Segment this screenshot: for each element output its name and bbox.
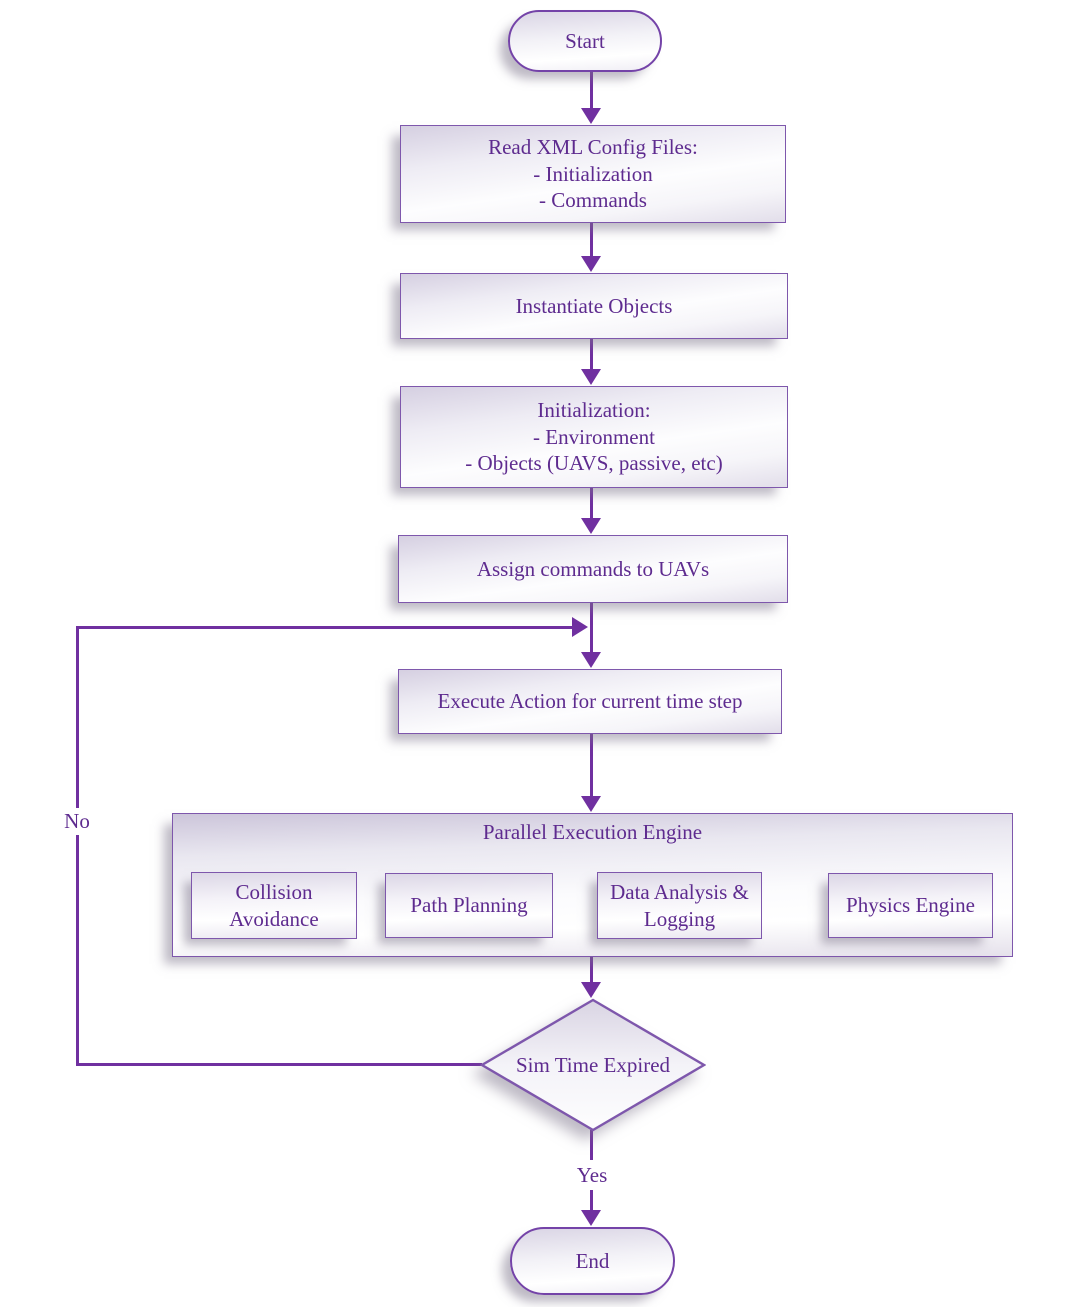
arrowhead-assign-icon — [581, 518, 601, 534]
node-path-planning-label: Path Planning — [410, 893, 528, 918]
node-execute-action: Execute Action for current time step — [398, 669, 782, 734]
node-read-config-line: Read XML Config Files: — [488, 134, 698, 159]
edge-read-to-instantiate — [590, 223, 593, 258]
node-physics-engine: Physics Engine — [828, 873, 993, 938]
node-start: Start — [508, 10, 662, 72]
node-end: End — [510, 1227, 675, 1295]
node-sim-time-expired: Sim Time Expired — [479, 998, 707, 1132]
arrowhead-engine-icon — [581, 796, 601, 812]
node-data-analysis-logging-label: Data Analysis & Logging — [610, 879, 749, 931]
edge-engine-to-decision — [590, 957, 593, 984]
edge-label-yes: Yes — [559, 1162, 625, 1189]
node-initialization-line: - Environment — [533, 424, 655, 449]
node-sim-time-expired-label: Sim Time Expired — [515, 1052, 671, 1077]
arrowhead-loop-junction-icon — [572, 617, 588, 637]
edge-execute-to-engine — [590, 734, 593, 798]
node-read-config: Read XML Config Files: - Initialization … — [400, 125, 786, 223]
edge-label-no: No — [52, 808, 102, 835]
node-data-analysis-logging: Data Analysis & Logging — [597, 872, 762, 939]
node-instantiate-objects-label: Instantiate Objects — [515, 293, 673, 318]
node-start-label: Start — [565, 28, 605, 53]
edge-assign-to-execute — [590, 603, 593, 654]
node-end-label: End — [575, 1248, 610, 1273]
node-path-planning: Path Planning — [385, 873, 553, 938]
node-execute-action-label: Execute Action for current time step — [437, 689, 743, 714]
node-initialization-line: Initialization: — [537, 397, 651, 422]
edge-instantiate-to-init — [590, 339, 593, 371]
node-assign-commands-label: Assign commands to UAVs — [476, 556, 710, 581]
edge-loop-return-top — [76, 626, 573, 629]
node-instantiate-objects: Instantiate Objects — [400, 273, 788, 339]
edge-init-to-assign — [590, 488, 593, 520]
arrowhead-execute-icon — [581, 652, 601, 668]
node-initialization: Initialization: - Environment - Objects … — [400, 386, 788, 488]
edge-start-to-read — [590, 72, 593, 110]
arrowhead-init-icon — [581, 369, 601, 385]
node-assign-commands: Assign commands to UAVs — [398, 535, 788, 603]
node-initialization-line: - Objects (UAVS, passive, etc) — [465, 451, 723, 476]
node-read-config-line: - Initialization — [533, 161, 653, 186]
node-read-config-line: - Commands — [539, 188, 647, 213]
edge-decision-to-end-upper — [590, 1130, 593, 1160]
edge-decision-to-end-lower — [590, 1190, 593, 1212]
arrowhead-read-icon — [581, 108, 601, 124]
node-collision-avoidance-label: Collision Avoidance — [229, 879, 319, 931]
node-collision-avoidance: Collision Avoidance — [191, 872, 357, 939]
diamond-shape — [479, 998, 707, 1132]
arrowhead-end-icon — [581, 1210, 601, 1226]
arrowhead-instantiate-icon — [581, 256, 601, 272]
edge-loop-return-bottom — [76, 1063, 482, 1066]
node-physics-engine-label: Physics Engine — [846, 893, 975, 918]
edge-loop-return-left — [76, 626, 79, 1066]
arrowhead-decision-icon — [581, 982, 601, 998]
parallel-engine-title: Parallel Execution Engine — [482, 820, 703, 844]
